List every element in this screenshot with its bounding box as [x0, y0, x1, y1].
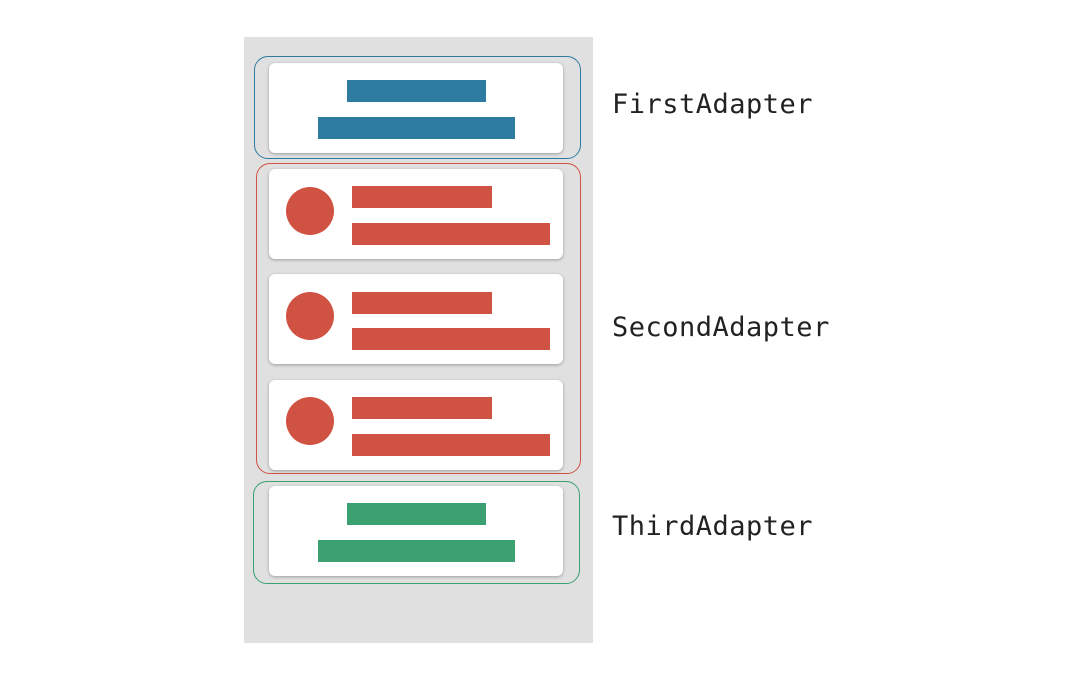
second-adapter-card	[269, 274, 563, 364]
first-adapter-label: FirstAdapter	[612, 89, 814, 120]
avatar-circle	[286, 397, 334, 445]
third-adapter-group	[253, 481, 580, 584]
avatar-circle	[286, 187, 334, 235]
card-subtitle-bar	[352, 223, 550, 245]
card-title-bar	[352, 397, 492, 419]
card-title-bar	[347, 503, 486, 525]
second-adapter-group	[256, 163, 581, 474]
avatar-circle	[286, 292, 334, 340]
third-adapter-label: ThirdAdapter	[612, 511, 814, 542]
first-adapter-group	[254, 56, 581, 159]
card-title-bar	[347, 80, 486, 102]
third-adapter-card	[269, 486, 563, 576]
second-adapter-card	[269, 169, 563, 259]
card-title-bar	[352, 186, 492, 208]
card-title-bar	[352, 292, 492, 314]
second-adapter-card	[269, 380, 563, 470]
card-subtitle-bar	[318, 117, 515, 139]
second-adapter-label: SecondAdapter	[612, 312, 830, 343]
card-subtitle-bar	[318, 540, 515, 562]
first-adapter-card	[269, 63, 563, 153]
card-subtitle-bar	[352, 328, 550, 350]
card-subtitle-bar	[352, 434, 550, 456]
